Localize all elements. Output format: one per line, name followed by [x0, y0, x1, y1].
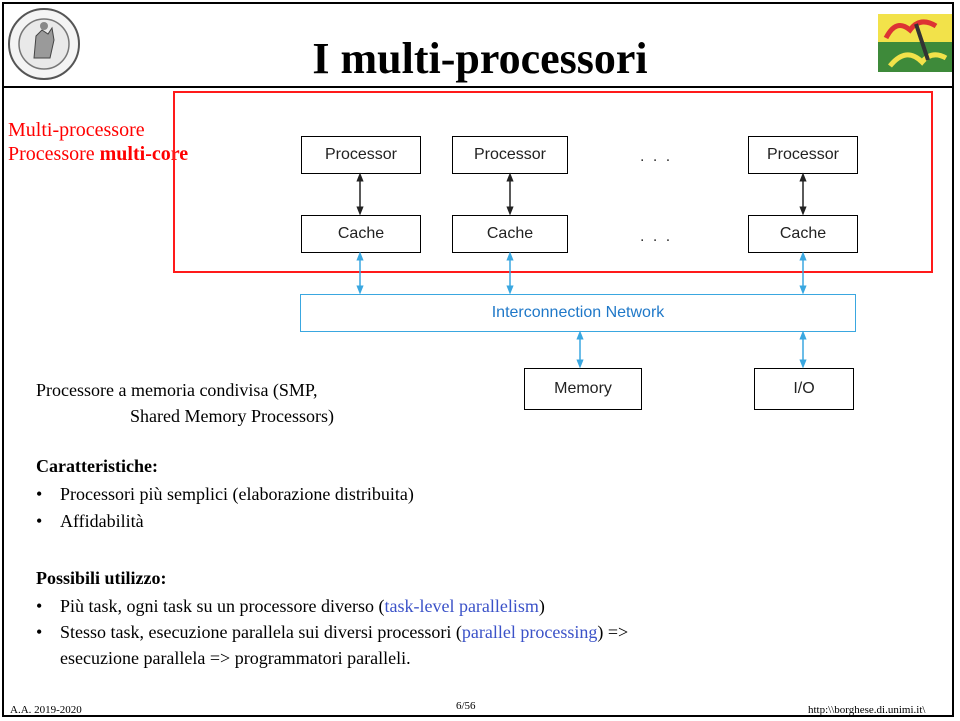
bullet-item: •Più task, ogni task su un processore di… — [36, 596, 545, 616]
cache-box-2: Cache — [452, 215, 568, 253]
title-divider — [2, 86, 954, 88]
bullet-item: •Processori più semplici (elaborazione d… — [36, 484, 414, 504]
io-box: I/O — [754, 368, 854, 410]
bullet-item: •Stesso task, esecuzione parallela sui d… — [36, 622, 629, 642]
interconnection-network: Interconnection Network — [300, 294, 856, 332]
label-multiprocessore: Multi-processore — [8, 119, 145, 141]
section-heading-caratteristiche: Caratteristiche: — [36, 456, 158, 476]
multicore-highlight-frame — [173, 91, 933, 273]
bullet-continuation: esecuzione parallela => programmatori pa… — [60, 648, 411, 668]
slide-title: I multi-processori — [312, 34, 648, 83]
section-heading-utilizzo: Possibili utilizzo: — [36, 568, 167, 588]
footer-academic-year: A.A. 2019-2020 — [10, 704, 82, 716]
processor-box-n: Processor — [748, 136, 858, 174]
cache-box-n: Cache — [748, 215, 858, 253]
cache-ellipsis: . . . — [640, 228, 673, 245]
footer-url: http:\\borghese.di.unimi.it\ — [808, 704, 926, 716]
footer-page-number: 6/56 — [456, 700, 476, 712]
label-multicore: Processore multi-core — [8, 143, 189, 165]
diagram-caption-line1: Processore a memoria condivisa (SMP, — [36, 380, 318, 400]
ais-lab-logo — [878, 14, 952, 72]
cache-box-1: Cache — [301, 215, 421, 253]
highlight-task-level: task-level parallelism — [384, 596, 539, 616]
processor-box-1: Processor — [301, 136, 421, 174]
bullet-item: •Affidabilità — [36, 511, 144, 531]
highlight-parallel-processing: parallel processing — [461, 622, 598, 642]
memory-box: Memory — [524, 368, 642, 410]
processor-ellipsis: . . . — [640, 148, 673, 165]
processor-box-2: Processor — [452, 136, 568, 174]
university-seal-logo — [8, 8, 80, 80]
diagram-caption-line2: Shared Memory Processors) — [130, 406, 334, 426]
